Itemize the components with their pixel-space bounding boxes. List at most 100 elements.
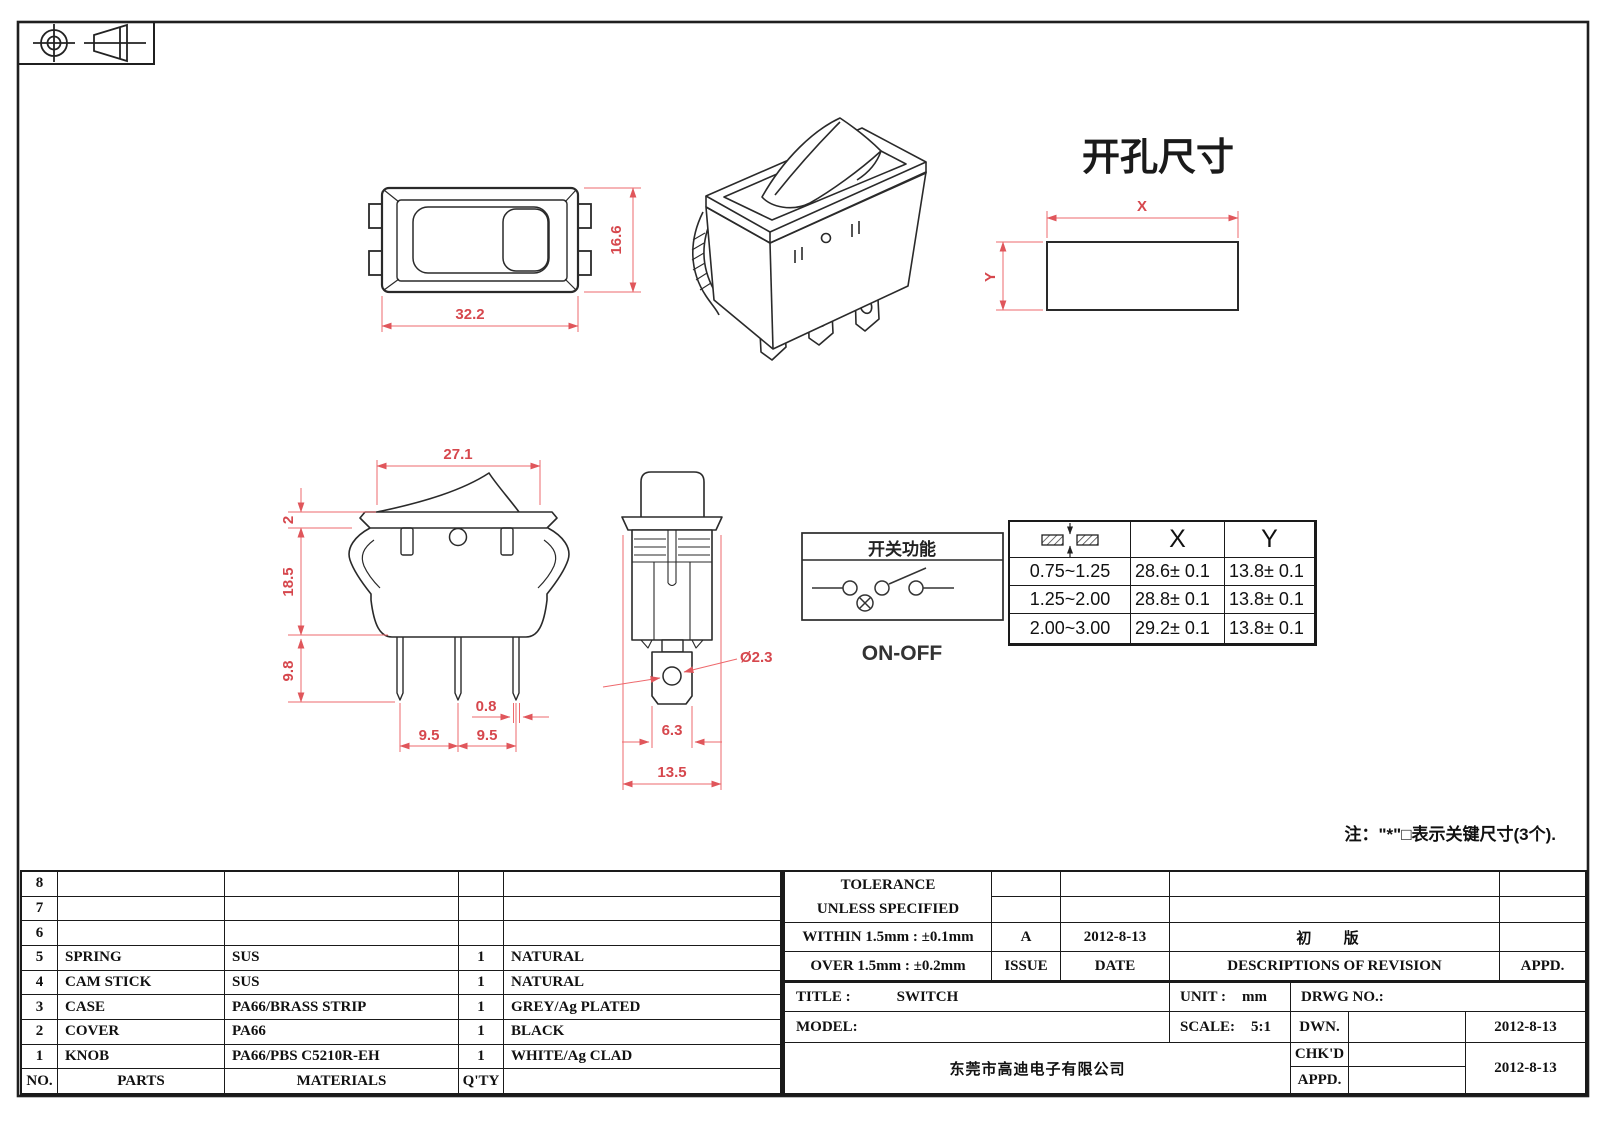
company-name: 东莞市高迪电子有限公司	[785, 1043, 1291, 1094]
dim-side-body-width: 13.5	[657, 764, 686, 781]
appd-row-label: APPD.	[1291, 1067, 1349, 1094]
circuit-symbol	[812, 567, 954, 612]
part-qty	[459, 872, 504, 897]
part-no: 3	[22, 995, 58, 1020]
chkd-label: CHK'D	[1291, 1043, 1349, 1067]
appd-signature-cell	[1349, 1067, 1466, 1094]
revision-description: 初 版	[1170, 923, 1500, 952]
title-value: SWITCH	[896, 988, 959, 1005]
dim-cutout-y: Y	[982, 272, 999, 282]
title-label: TITLE :	[796, 988, 851, 1005]
parts-header-materials: MATERIALS	[225, 1069, 459, 1094]
scale-value: 5:1	[1251, 1018, 1272, 1035]
dim-front-width: 27.1	[443, 446, 472, 463]
unit-value: mm	[1241, 988, 1267, 1005]
terminal-pin	[396, 637, 404, 701]
part-name: SPRING	[58, 945, 225, 971]
rocker-actuator	[761, 117, 882, 209]
part-qty	[459, 921, 504, 946]
iso-3d-view	[691, 117, 927, 361]
xy-row-thickness: 2.00~3.00	[1010, 614, 1131, 644]
tolerance-subtitle: UNLESS SPECIFIED	[816, 901, 960, 917]
top-view	[368, 186, 592, 294]
truncated-cone-icon	[84, 23, 146, 63]
parts-header-color	[504, 1069, 781, 1094]
part-qty: 1	[459, 1019, 504, 1045]
dwn-signature-cell	[1349, 1012, 1466, 1043]
issue-label: ISSUE	[992, 952, 1061, 981]
rocker-raised-face	[502, 208, 549, 272]
chkd-signature-cell	[1349, 1043, 1466, 1067]
rev-empty-cell	[992, 897, 1061, 923]
rev-empty-cell	[1061, 897, 1170, 923]
mount-tab	[577, 250, 592, 276]
part-name	[58, 896, 225, 922]
part-no: 4	[22, 970, 58, 996]
xy-row-x: 28.8± 0.1	[1131, 586, 1225, 614]
terminal-pin	[512, 637, 520, 701]
part-name	[58, 872, 225, 897]
dim-top-width: 32.2	[455, 306, 484, 323]
xy-row-thickness: 1.25~2.00	[1010, 586, 1131, 614]
part-name: CAM STICK	[58, 970, 225, 996]
sheet-border	[16, 20, 1590, 1098]
part-no: 5	[22, 945, 58, 971]
mount-tab	[577, 203, 592, 229]
date-label: DATE	[1061, 952, 1170, 981]
part-material	[225, 921, 459, 946]
title-row: TITLE : SWITCH	[785, 983, 1170, 1012]
tolerance-over: OVER 1.5mm : ±0.2mm	[785, 952, 992, 981]
xy-row-thickness: 0.75~1.25	[1010, 558, 1131, 586]
part-color: BLACK	[504, 1019, 781, 1045]
body-outline	[348, 527, 570, 638]
part-material: SUS	[225, 970, 459, 996]
dim-front-flange: 2	[280, 516, 297, 524]
part-color	[504, 896, 781, 922]
dim-front-pitch-right: 9.5	[477, 727, 498, 744]
parts-header-no: NO.	[22, 1069, 58, 1094]
scale-cell: SCALE: 5:1	[1170, 1012, 1291, 1043]
tolerance-header: TOLERANCE UNLESS SPECIFIED	[785, 872, 992, 923]
dim-top-height: 16.6	[608, 225, 625, 254]
part-material: PA66/PBS C5210R-EH	[225, 1044, 459, 1070]
snap-arm	[692, 211, 720, 316]
issue-value: A	[992, 923, 1061, 952]
part-material: SUS	[225, 945, 459, 971]
xy-row-y: 13.8± 0.1	[1225, 558, 1315, 586]
xy-table: X Y 0.75~1.25 28.6± 0.1 13.8± 0.1 1.25~2…	[1008, 520, 1317, 646]
rev-empty-cell	[992, 872, 1061, 897]
xy-col-x: X	[1131, 522, 1225, 558]
flange	[359, 511, 558, 529]
cutout-rect	[1046, 241, 1239, 311]
xy-row-y: 13.8± 0.1	[1225, 586, 1315, 614]
part-color	[504, 872, 781, 897]
dim-front-pitch-left: 9.5	[419, 727, 440, 744]
onoff-label: ON-OFF	[862, 642, 943, 665]
parts-table: 8 7 6 5 SPRING SUS 1 NATURAL 4 CAM STICK…	[20, 870, 783, 1096]
part-name	[58, 921, 225, 946]
rev-empty-cell	[1500, 897, 1586, 923]
rev-empty-cell	[1500, 872, 1586, 897]
parts-header-parts: PARTS	[58, 1069, 225, 1094]
side-view-dims	[602, 535, 738, 790]
xy-col-y: Y	[1225, 522, 1315, 558]
dim-side-hole-dia: Ø2.3	[740, 649, 773, 666]
revision-block: TOLERANCE UNLESS SPECIFIED WITHIN 1.5mm …	[783, 870, 1588, 983]
first-angle-circle-icon	[33, 24, 75, 62]
function-title: 开关功能	[868, 539, 936, 559]
scale-label: SCALE:	[1180, 1018, 1236, 1035]
revision-date: 2012-8-13	[1061, 923, 1170, 952]
mount-tab	[368, 203, 383, 229]
flange	[621, 516, 723, 531]
chkd-date: 2012-8-13	[1466, 1043, 1586, 1094]
dim-front-pin-width: 0.8	[476, 698, 497, 715]
terminal-pin	[454, 637, 462, 701]
front-view	[348, 472, 570, 701]
parts-header-qty: Q'TY	[459, 1069, 504, 1094]
part-no: 6	[22, 921, 58, 946]
snap-arm	[537, 539, 557, 589]
part-material: PA66/BRASS STRIP	[225, 995, 459, 1020]
part-color	[504, 921, 781, 946]
part-qty	[459, 896, 504, 922]
